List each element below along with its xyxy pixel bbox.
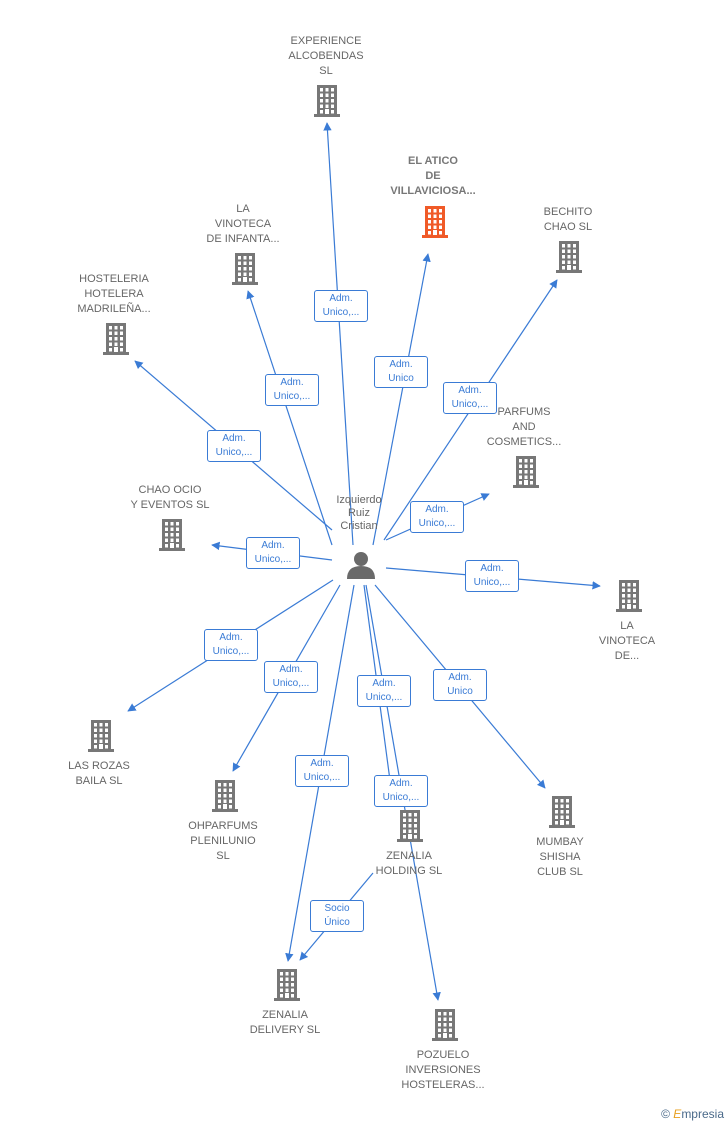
company-label-parfums[interactable]: PARFUMS AND COSMETICS...	[486, 406, 562, 448]
company-label-zenalia_delivery[interactable]: ZENALIA DELIVERY SL	[249, 1009, 321, 1036]
company-label-vinoteca_de[interactable]: LA VINOTECA DE...	[598, 620, 656, 662]
building-icon-mumbay[interactable]	[549, 796, 575, 828]
building-icon-experience[interactable]	[314, 85, 340, 117]
building-icon-vinoteca_infanta[interactable]	[232, 253, 258, 285]
company-label-mumbay[interactable]: MUMBAY SHISHA CLUB SL	[536, 836, 584, 878]
relation-badge-rozas[interactable]: Adm. Unico,...	[204, 629, 258, 661]
relation-badge-zenalia_delivery[interactable]: Adm. Unico,...	[295, 755, 349, 787]
company-label-bechito[interactable]: BECHITO CHAO SL	[543, 206, 593, 233]
company-label-atico[interactable]: EL ATICO DE VILLAVICIOSA...	[390, 155, 476, 197]
edge-person-atico	[372, 253, 431, 546]
person-icon[interactable]	[347, 552, 375, 579]
relation-badge-chao_ocio[interactable]: Adm. Unico,...	[246, 537, 300, 569]
relation-badge-bechito[interactable]: Adm. Unico,...	[443, 382, 497, 414]
relation-badge-vinoteca_de[interactable]: Adm. Unico,...	[465, 560, 519, 592]
company-label-ohparfums[interactable]: OHPARFUMS PLENILUNIO SL	[188, 820, 258, 862]
edge-person-experience	[323, 122, 354, 546]
company-label-hosteleria[interactable]: HOSTELERIA HOTELERA MADRILEÑA...	[77, 273, 151, 315]
brand-footer: © Empresia	[661, 1107, 724, 1121]
building-icon-atico[interactable]	[422, 206, 448, 238]
relation-badge-ohparfums[interactable]: Adm. Unico,...	[264, 661, 318, 693]
company-label-vinoteca_infanta[interactable]: LA VINOTECA DE INFANTA...	[206, 203, 280, 245]
relation-badge-vinoteca_infanta[interactable]: Adm. Unico,...	[265, 374, 319, 406]
building-icon-rozas[interactable]	[88, 720, 114, 752]
relation-badge-parfums[interactable]: Adm. Unico,...	[410, 501, 464, 533]
brand-initial: E	[673, 1107, 682, 1121]
building-icon-pozuelo[interactable]	[432, 1009, 458, 1041]
relation-badge-mumbay[interactable]: Adm. Unico	[433, 669, 487, 701]
company-label-pozuelo[interactable]: POZUELO INVERSIONES HOSTELERAS...	[401, 1049, 485, 1091]
relation-badge-zenalia_holding-zenalia_delivery[interactable]: Socio Único	[310, 900, 364, 932]
copyright-icon: ©	[661, 1107, 670, 1121]
relation-badge-atico[interactable]: Adm. Unico	[374, 356, 428, 388]
relation-badge-hosteleria[interactable]: Adm. Unico,...	[207, 430, 261, 462]
building-icon-chao_ocio[interactable]	[159, 519, 185, 551]
building-icon-zenalia_holding[interactable]	[397, 810, 423, 842]
building-icon-bechito[interactable]	[556, 241, 582, 273]
relation-badge-pozuelo[interactable]: Adm. Unico,...	[374, 775, 428, 807]
brand-name: mpresia	[681, 1107, 724, 1121]
company-label-zenalia_holding[interactable]: ZENALIA HOLDING SL	[375, 850, 443, 877]
company-label-chao_ocio[interactable]: CHAO OCIO Y EVENTOS SL	[130, 484, 210, 511]
building-icon-hosteleria[interactable]	[103, 323, 129, 355]
building-icon-vinoteca_de[interactable]	[616, 580, 642, 612]
building-icon-zenalia_delivery[interactable]	[274, 969, 300, 1001]
building-icon-parfums[interactable]	[513, 456, 539, 488]
edge-person-vinoteca_infanta	[246, 290, 333, 546]
building-icon-ohparfums[interactable]	[212, 780, 238, 812]
company-label-rozas[interactable]: LAS ROZAS BAILA SL	[68, 760, 130, 787]
person-name[interactable]: Izquierdo Ruiz Cristian	[336, 494, 382, 532]
relation-badge-experience[interactable]: Adm. Unico,...	[314, 290, 368, 322]
relation-badge-zenalia_holding[interactable]: Adm. Unico,...	[357, 675, 411, 707]
company-label-experience[interactable]: EXPERIENCE ALCOBENDAS SL	[288, 35, 364, 77]
